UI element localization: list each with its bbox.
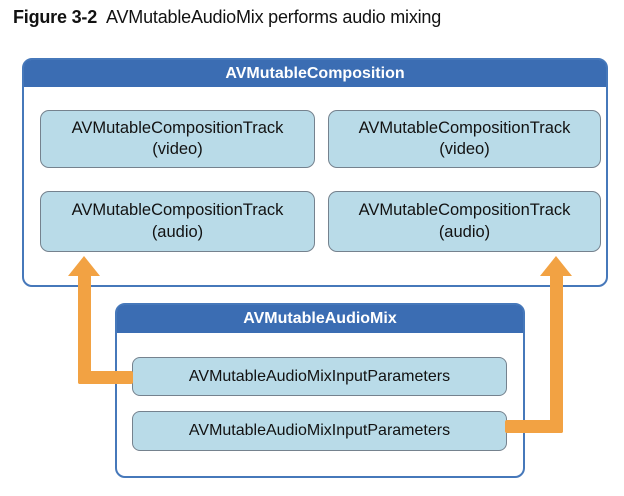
track-kind: (video) xyxy=(152,140,203,158)
figure-caption: AVMutableAudioMix performs audio mixing xyxy=(106,7,442,27)
composition-track-audio-left: AVMutableCompositionTrack (audio) xyxy=(40,191,315,252)
right-arrow-vertical-segment xyxy=(550,274,563,433)
track-name: AVMutableCompositionTrack xyxy=(71,201,284,220)
left-arrow-horizontal-segment xyxy=(78,371,133,384)
figure-label: Figure 3-2 xyxy=(13,7,98,27)
figure-title: Figure 3-2 AVMutableAudioMix performs aud… xyxy=(13,7,441,28)
track-kind: (audio) xyxy=(438,222,491,241)
input-label: AVMutableAudioMixInputParameters xyxy=(188,422,451,439)
track-name: AVMutableCompositionTrack xyxy=(358,118,571,137)
avmutableaudiomix-header: AVMutableAudioMix xyxy=(117,305,523,333)
avmutablecomposition-box: AVMutableComposition xyxy=(22,58,608,287)
track-name: AVMutableCompositionTrack xyxy=(71,118,284,137)
audiomix-input-parameters-2: AVMutableAudioMixInputParameters xyxy=(132,411,507,451)
input-label: AVMutableAudioMixInputParameters xyxy=(188,367,451,385)
avmutablecomposition-header: AVMutableComposition xyxy=(24,60,606,87)
left-arrow-vertical-segment xyxy=(78,274,91,384)
track-kind: (audio) xyxy=(151,222,204,241)
right-arrow-horizontal-segment xyxy=(505,420,563,433)
right-arrow-up-head-icon xyxy=(540,256,572,276)
left-arrow-up-head-icon xyxy=(68,256,100,276)
composition-track-video-right: AVMutableCompositionTrack (video) xyxy=(328,110,601,168)
composition-track-video-left: AVMutableCompositionTrack (video) xyxy=(40,110,315,168)
composition-track-audio-right: AVMutableCompositionTrack (audio) xyxy=(328,191,601,252)
audiomix-input-parameters-1: AVMutableAudioMixInputParameters xyxy=(132,357,507,396)
track-kind: (video) xyxy=(439,140,490,158)
track-name: AVMutableCompositionTrack xyxy=(358,201,571,220)
